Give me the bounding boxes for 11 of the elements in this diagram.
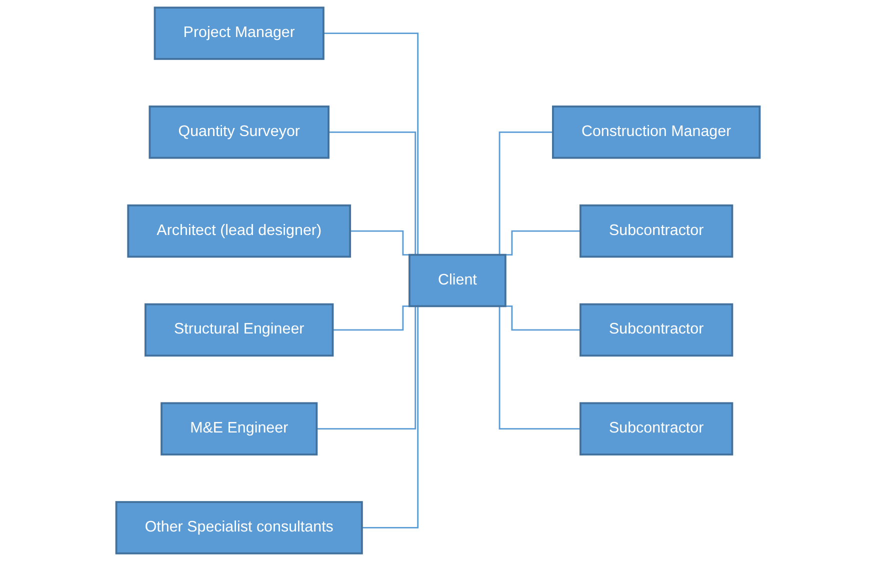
node-box: Project Manager [154,6,324,60]
node-box: Architect (lead designer) [127,204,352,258]
node-box: Client [408,254,506,308]
node-box: Structural Engineer [144,303,334,357]
node-box: Subcontractor [580,204,734,258]
node-box: Quantity Surveyor [148,106,330,159]
node-box: M&E Engineer [160,402,318,456]
node-box: Construction Manager [552,106,761,159]
node-box: Subcontractor [580,303,734,357]
node-box: Subcontractor [580,402,734,456]
node-box: Other Specialist consultants [115,501,363,554]
